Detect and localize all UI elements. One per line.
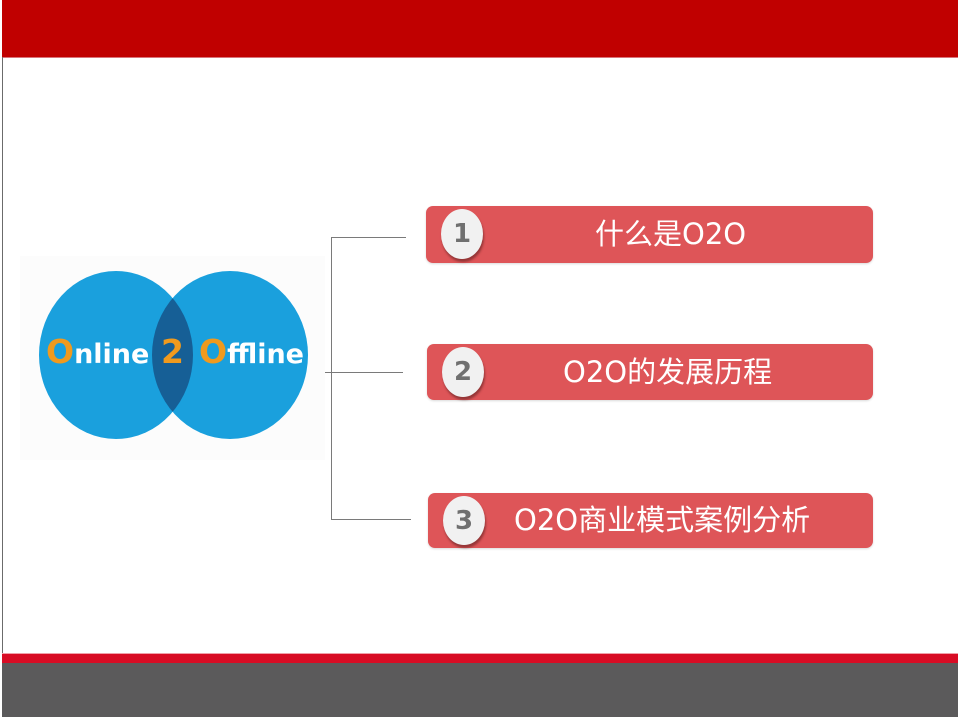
footer-bar bbox=[2, 663, 958, 717]
logo-online-initial: O bbox=[46, 332, 75, 371]
footer-stripe bbox=[2, 653, 958, 663]
number-badge: 1 bbox=[441, 209, 483, 259]
logo-offline-text: Offline bbox=[199, 330, 304, 374]
logo-middle-number: 2 bbox=[161, 332, 184, 371]
agenda-item-label: 什么是O2O bbox=[595, 217, 747, 251]
logo-online-text: Online bbox=[46, 330, 149, 374]
bracket-vertical-line bbox=[331, 237, 332, 520]
number-badge: 2 bbox=[442, 347, 484, 397]
logo-offline-initial: O bbox=[199, 332, 228, 371]
left-border bbox=[2, 57, 3, 653]
bracket-top-line bbox=[331, 237, 406, 238]
bracket-middle-line bbox=[325, 372, 403, 373]
agenda-item-3[interactable]: 3 O2O商业模式案例分析 bbox=[428, 493, 873, 548]
logo-offline-rest: ffline bbox=[227, 339, 304, 370]
agenda-item-label: O2O的发展历程 bbox=[563, 355, 773, 389]
bracket-bottom-line bbox=[331, 519, 411, 520]
agenda-item-1[interactable]: 1 什么是O2O bbox=[426, 206, 873, 263]
logo-online-rest: nline bbox=[74, 339, 150, 370]
agenda-item-label: O2O商业模式案例分析 bbox=[514, 503, 811, 537]
agenda-item-2[interactable]: 2 O2O的发展历程 bbox=[427, 344, 873, 400]
number-badge: 3 bbox=[443, 496, 485, 545]
header-bar bbox=[2, 0, 958, 58]
